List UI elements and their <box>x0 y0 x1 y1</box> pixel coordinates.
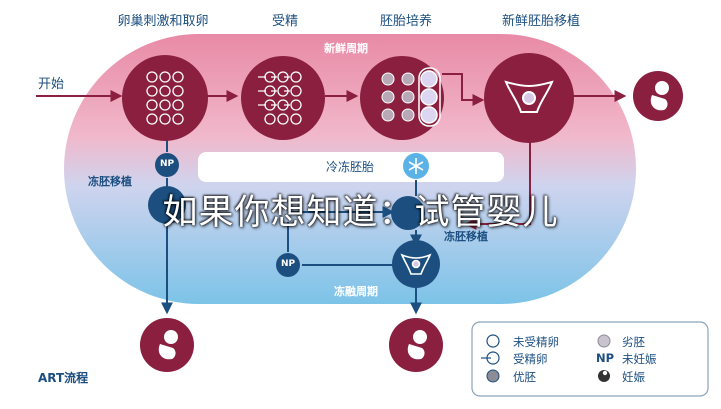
np-label-loop: NP <box>281 259 296 269</box>
fertilization-node <box>241 56 325 140</box>
frozen-thaw-node <box>391 196 425 230</box>
legend-np-mark: NP <box>596 351 615 365</box>
step-fertilization-label: 受精 <box>271 14 299 29</box>
legend-unfertilized: 未受精卵 <box>513 335 559 349</box>
legend-poor-embryo: 劣胚 <box>622 335 645 349</box>
legend-fertilized: 受精卵 <box>513 352 548 366</box>
pregnancy-fresh-node <box>633 71 683 121</box>
legend-not-pregnant: 未妊娠 <box>622 352 657 366</box>
fertilized-icon <box>481 351 500 365</box>
np-label-left: NP <box>160 159 175 169</box>
fetus-icon-thaw <box>407 330 427 360</box>
legend-box <box>471 321 709 397</box>
pregnancy-thaw-node <box>389 318 443 372</box>
fertilized-grid <box>258 71 302 125</box>
frozen-transfer-left-label: 冻胚移植 <box>88 175 132 188</box>
arrow-to-transfer <box>442 73 485 106</box>
frozen-embryo-bar <box>198 152 504 182</box>
np-circle-left <box>155 153 179 177</box>
unfertilized-icon <box>486 334 500 348</box>
poor-embryo-icon <box>597 334 611 348</box>
arrow-fresh-to-np <box>464 140 531 230</box>
frozen-embryo-label: 冷冻胚胎 <box>326 160 375 174</box>
left-transfer-node <box>148 186 186 224</box>
thaw-cycle-label: 冻融周期 <box>334 285 378 298</box>
stimulation-node <box>122 55 208 141</box>
fetus-icon-fresh <box>650 81 669 111</box>
frozen-transfer-right-label: 冻胚移植 <box>444 230 488 243</box>
good-embryo-icon <box>486 369 500 383</box>
uterus-icon-thaw <box>400 253 432 275</box>
fresh-cycle-label: 新鲜周期 <box>324 42 368 55</box>
overlay-title: 如果你想知道：试管婴儿 <box>162 193 559 233</box>
start-label: 开始 <box>38 77 65 92</box>
eggs-grid <box>146 71 184 125</box>
fetus-icon-left <box>158 330 178 360</box>
step-stimulation-label: 卵巢刺激和取卵 <box>117 14 209 29</box>
embryo-grid <box>381 67 441 127</box>
uterus-icon <box>504 80 554 113</box>
legend-good-embryo: 优胚 <box>513 370 536 384</box>
pregnancy-left-node <box>140 318 194 372</box>
np-circle-loop <box>276 253 300 277</box>
art-process-label: ART流程 <box>38 371 89 385</box>
snowflake-icon <box>408 158 424 174</box>
pregnant-icon <box>598 370 610 382</box>
step-fresh-transfer-label: 新鲜胚胎移植 <box>501 14 581 29</box>
legend-pregnant: 妊娠 <box>622 370 645 384</box>
step-culture-label: 胚胎培养 <box>379 14 433 29</box>
